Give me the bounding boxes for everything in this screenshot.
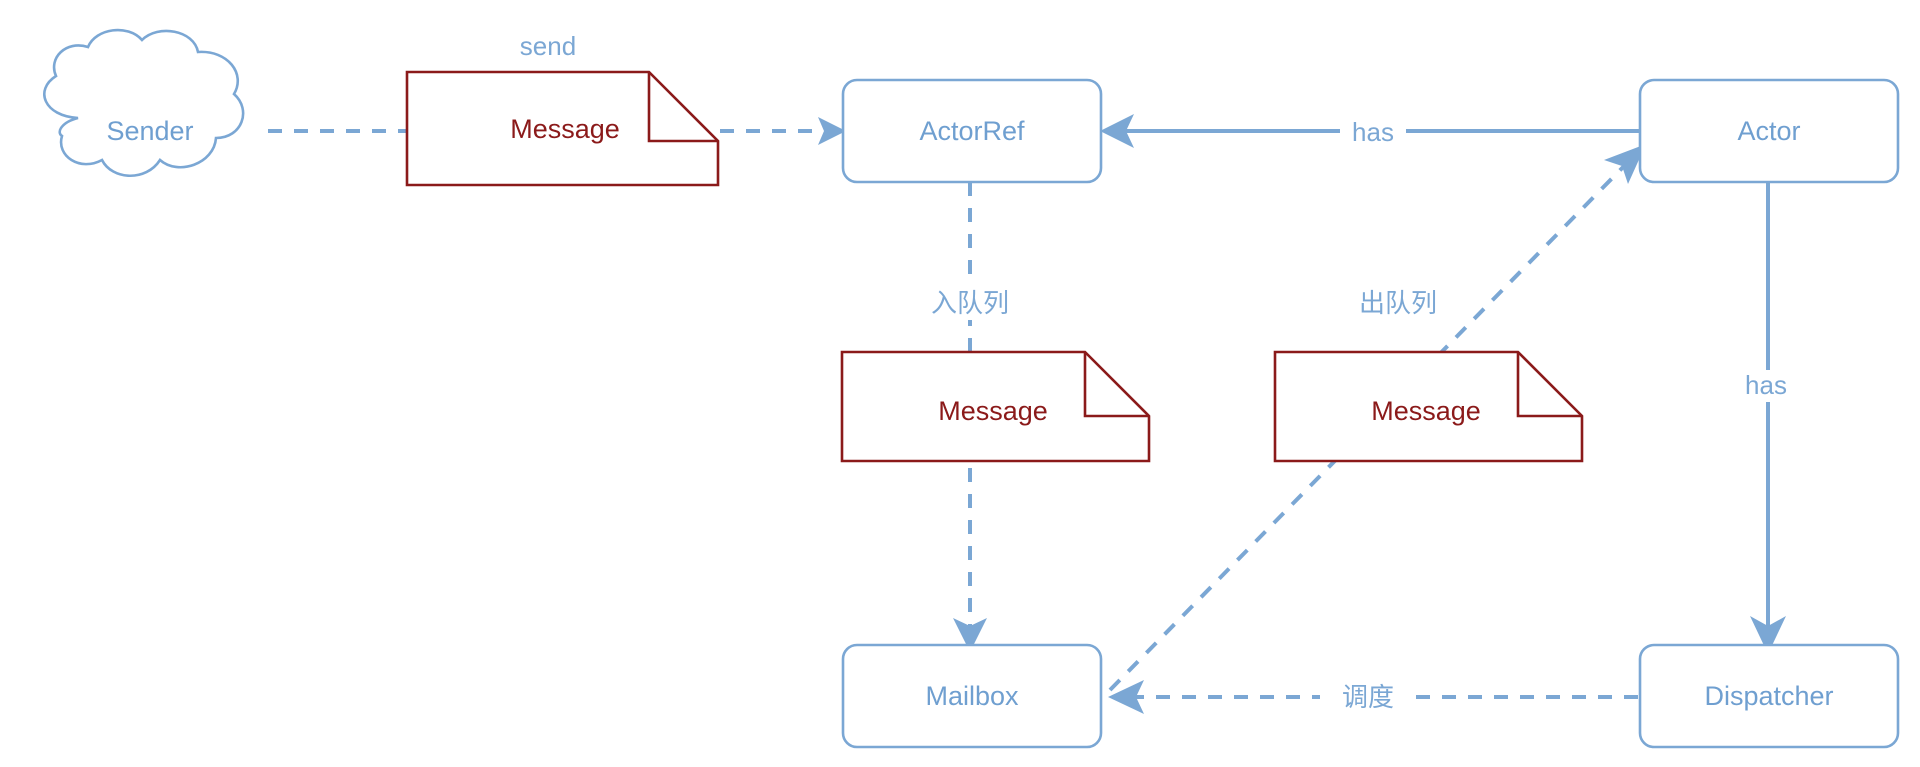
edge-label-dequeue: 出队列 — [1359, 288, 1437, 318]
edge-label-send-group: send — [520, 31, 576, 61]
note-message-send[interactable]: Message — [405, 70, 720, 187]
edge-label-backdrop — [908, 286, 1032, 320]
edge-label-has-top: has — [1352, 117, 1394, 147]
edge-label-has-right: has — [1745, 370, 1787, 400]
note-message-enqueue[interactable]: Message — [840, 350, 1151, 463]
node-label-actorref: ActorRef — [919, 116, 1025, 146]
edge-label-backdrop — [1336, 286, 1460, 320]
note-label-message: Message — [510, 114, 620, 144]
note-label-message: Message — [1371, 396, 1481, 426]
arrow-head-icon — [1100, 114, 1134, 148]
edge-actorref-to-mailbox: 入队列 — [908, 182, 1032, 652]
node-label-mailbox: Mailbox — [925, 681, 1019, 711]
node-actorref[interactable]: ActorRef — [841, 78, 1103, 184]
node-box — [1638, 643, 1900, 749]
note-shape — [405, 70, 720, 187]
node-sender[interactable]: Sender — [43, 28, 245, 178]
edge-label-backdrop — [1710, 370, 1776, 402]
node-box — [1638, 78, 1900, 184]
node-label-sender: Sender — [106, 116, 193, 146]
arrow-head-icon — [818, 117, 846, 145]
node-label-actor: Actor — [1737, 116, 1800, 146]
arrow-head-icon — [1604, 144, 1646, 184]
edge-message-to-actorref — [720, 117, 846, 145]
note-fold — [647, 72, 718, 143]
edge-actor-to-dispatcher: has — [1710, 182, 1787, 654]
edge-actor-to-actorref: has — [1100, 114, 1640, 148]
edge-label-backdrop — [1340, 117, 1406, 147]
cloud-shape — [43, 28, 245, 178]
note-shape — [1273, 350, 1584, 463]
arrow-head-icon — [1750, 616, 1786, 654]
note-label-message: Message — [938, 396, 1048, 426]
edge-dispatcher-to-mailbox: 调度 — [1108, 680, 1638, 714]
arrow-head-icon — [1108, 680, 1144, 714]
node-box — [841, 78, 1103, 184]
edge-label-enqueue: 入队列 — [931, 288, 1009, 318]
arrow-head-icon — [953, 618, 987, 652]
edge-label-dispatch: 调度 — [1342, 682, 1394, 712]
node-box — [841, 643, 1103, 749]
node-dispatcher[interactable]: Dispatcher — [1638, 643, 1900, 749]
node-actor[interactable]: Actor — [1638, 78, 1900, 184]
note-fold — [1516, 352, 1582, 418]
edge-label-send: send — [520, 31, 576, 61]
node-mailbox[interactable]: Mailbox — [841, 643, 1103, 749]
note-fold — [1083, 352, 1149, 418]
edge-label-backdrop — [1320, 680, 1410, 714]
note-message-dequeue[interactable]: Message — [1273, 350, 1584, 463]
note-shape — [840, 350, 1151, 463]
node-label-dispatcher: Dispatcher — [1704, 681, 1833, 711]
